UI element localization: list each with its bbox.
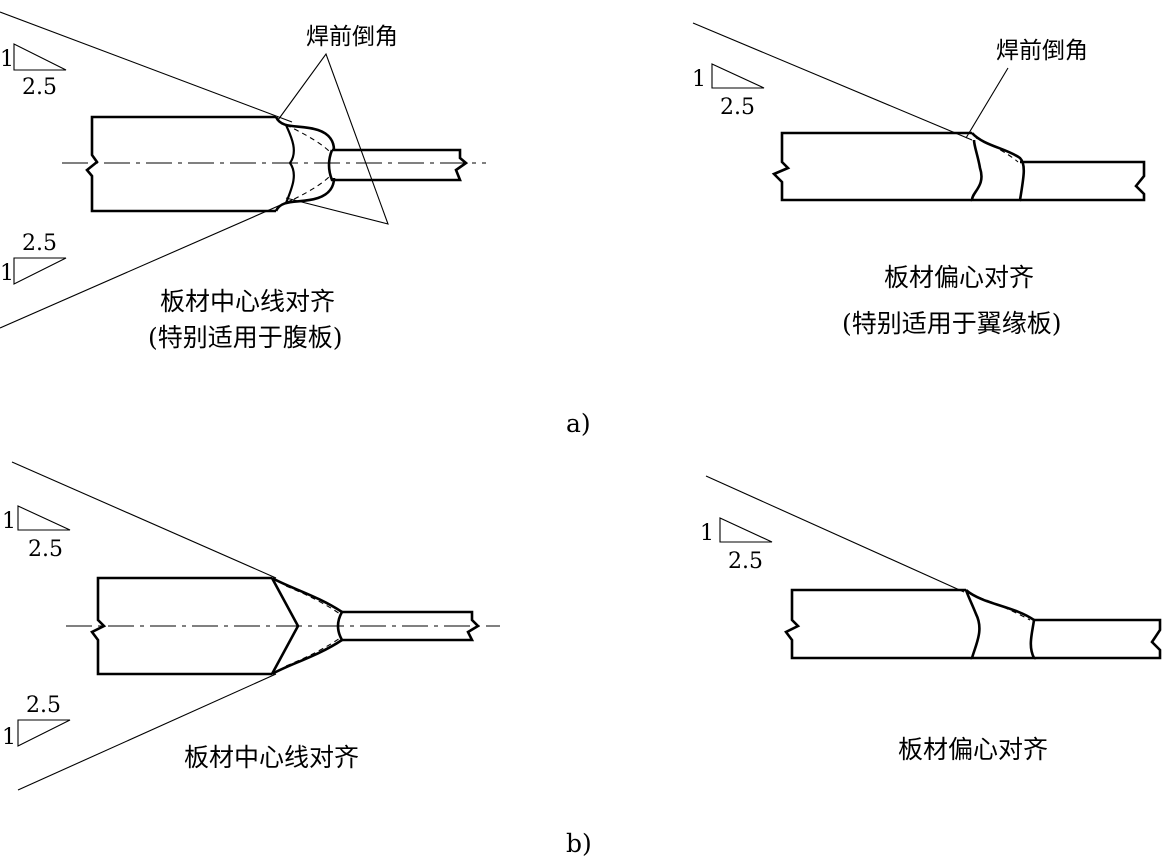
chamfer-dashed (285, 585, 341, 667)
svg-text:1: 1 (692, 67, 706, 92)
panel-a-left: 焊前倒角 1 2.5 2.5 1 板材中心线对齐 (特别适用于腹板) (0, 11, 486, 352)
svg-text:2.5: 2.5 (28, 537, 63, 562)
caption-line2: (特别适用于翼缘板) (842, 309, 1062, 338)
caption: 板材偏心对齐 (898, 735, 1048, 764)
callout-label: 焊前倒角 (996, 38, 1088, 64)
caption-line1: 板材中心线对齐 (160, 287, 335, 316)
slope-indicator: 1 2.5 (700, 517, 773, 574)
weld-bead (274, 116, 336, 212)
thick-plate (85, 115, 276, 213)
slope-indicator-bottom: 2.5 1 (2, 693, 71, 750)
slope-line-top (11, 461, 277, 579)
thick-plate (771, 131, 972, 202)
weld-bead (270, 576, 343, 676)
thick-plate (784, 588, 972, 660)
thin-plate (336, 610, 481, 642)
slope-indicator: 1 2.5 (692, 63, 765, 120)
weld-root (284, 124, 295, 204)
svg-text:2.5: 2.5 (728, 549, 763, 574)
svg-text:1: 1 (0, 261, 14, 286)
slope-line-bottom (0, 199, 293, 329)
caption-line2: (特别适用于腹板) (148, 323, 343, 352)
slope-indicator-bottom: 2.5 1 (0, 231, 67, 286)
svg-text:1: 1 (2, 509, 16, 534)
slope-line (692, 22, 973, 141)
thick-plate (90, 576, 272, 676)
panel-a-right: 焊前倒角 1 2.5 板材偏心对齐 (特别适用于翼缘板) (692, 22, 1146, 338)
thin-plate (327, 148, 469, 182)
callout-leader (277, 52, 389, 225)
thin-plate (1034, 618, 1162, 660)
svg-text:1: 1 (700, 521, 714, 546)
callout-leader (965, 67, 1009, 139)
chamfer-dashed (975, 137, 1019, 163)
slope-indicator-top: 1 2.5 (2, 505, 71, 562)
slope-line-top (0, 11, 293, 123)
slope-line-bottom (17, 673, 277, 791)
caption: 板材中心线对齐 (184, 743, 359, 772)
svg-text:2.5: 2.5 (26, 693, 61, 718)
panel-a-label: a) (566, 409, 591, 438)
chamfer-dashed (285, 124, 331, 204)
weld-bead (970, 132, 1026, 202)
thin-plate (1020, 160, 1146, 202)
panel-b-label: b) (566, 829, 592, 858)
panel-b-right: 1 2.5 板材偏心对齐 (700, 475, 1162, 764)
svg-text:1: 1 (0, 47, 14, 72)
caption-line1: 板材偏心对齐 (884, 263, 1034, 292)
weld-bead (964, 588, 1037, 660)
panel-b-left: 1 2.5 2.5 1 板材中心线对齐 (2, 461, 500, 791)
svg-text:2.5: 2.5 (22, 75, 57, 100)
svg-text:2.5: 2.5 (720, 95, 755, 120)
svg-text:1: 1 (2, 725, 16, 750)
svg-text:2.5: 2.5 (22, 231, 57, 256)
callout-label: 焊前倒角 (306, 24, 398, 50)
slope-line (705, 475, 965, 593)
slope-indicator-top: 1 2.5 (0, 43, 67, 100)
